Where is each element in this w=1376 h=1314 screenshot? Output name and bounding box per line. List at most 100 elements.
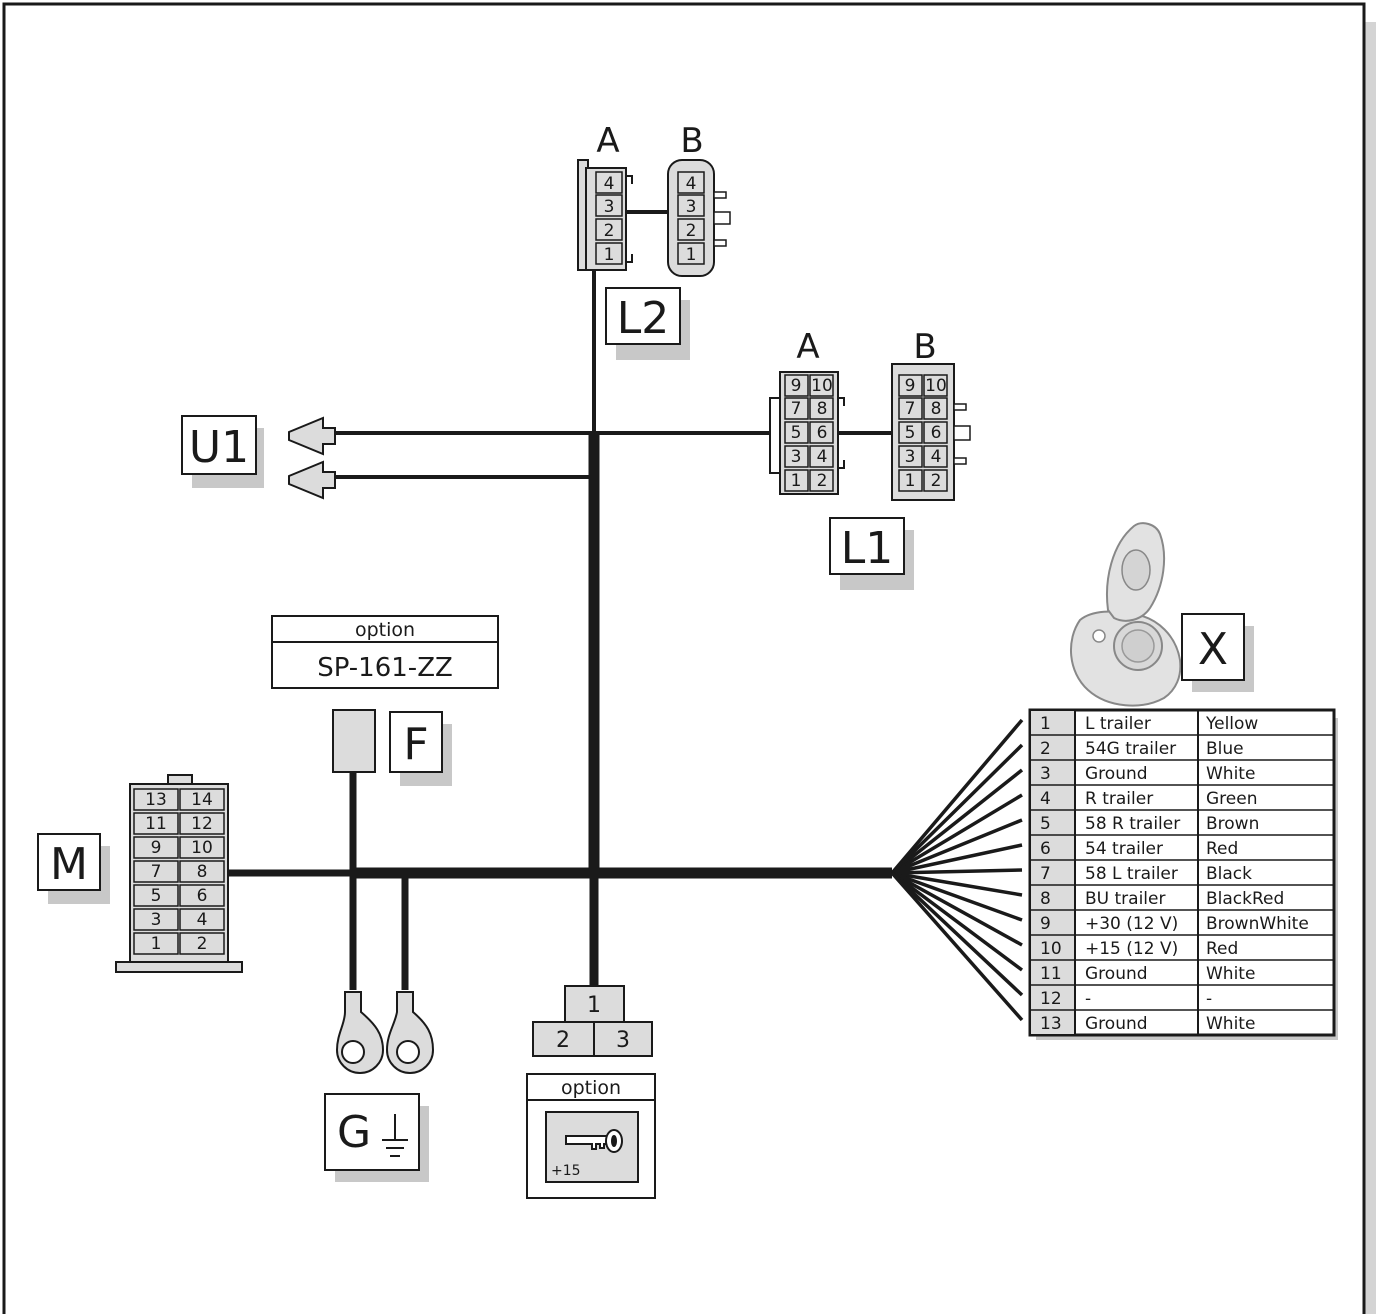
fan-wire-7 [891, 868, 1023, 875]
m-base [115, 961, 243, 973]
l2-b-pin-4 [677, 171, 705, 194]
table-cell-function: - [1085, 989, 1091, 1009]
l2-side-a-label: A [596, 121, 619, 161]
g-label-box [324, 1093, 420, 1171]
m-pin-1: 1 [151, 934, 162, 954]
l1-label: L1 [841, 523, 894, 574]
trailer-socket-icon [1070, 522, 1182, 707]
l1-a-pin-8: 8 [817, 399, 828, 419]
l2-side-b-label: B [680, 121, 703, 161]
table-cell-color: White [1206, 964, 1255, 984]
l2-a-pin-label-2: 2 [604, 221, 615, 241]
ground-g: G [324, 991, 435, 1182]
l2-a-pin-1 [595, 242, 623, 265]
table-cell-pin: 7 [1040, 864, 1051, 884]
ground-symbol-icon [382, 1114, 408, 1157]
ign-pin-3-box [593, 1021, 653, 1057]
l2-b-pin-label-3: 3 [686, 197, 697, 217]
x-label-box [1181, 613, 1245, 681]
l2-a-pin-label-1: 1 [604, 245, 615, 265]
l2-b-pin-3 [677, 194, 705, 217]
l1-side-b-label: B [913, 327, 936, 367]
l1-b-pin-7: 7 [905, 399, 916, 419]
table-cell-pin: 13 [1040, 1014, 1062, 1034]
m-pin-4: 4 [197, 910, 208, 930]
m-pin-7: 7 [151, 862, 162, 882]
m-pin-12: 12 [191, 814, 213, 834]
table-cell-function: BU trailer [1085, 889, 1165, 909]
table-cell-color: - [1206, 989, 1212, 1009]
connector-l1: A B 9 10 7 8 5 6 3 4 1 2 [769, 327, 971, 590]
l1-label-box [829, 517, 905, 575]
table-cell-color: Yellow [1205, 714, 1258, 734]
m-pin-6: 6 [197, 886, 208, 906]
l1-b-pins [898, 374, 948, 492]
m-pin-8: 8 [197, 862, 208, 882]
f-part-number: SP-161-ZZ [317, 653, 453, 683]
l1-a-latch-bottom [838, 460, 845, 469]
table-cell-function: R trailer [1085, 789, 1153, 809]
l2-b-pin-label-2: 2 [686, 221, 697, 241]
l2-a-pin-3 [595, 194, 623, 217]
table-cell-function: 58 L trailer [1085, 864, 1178, 884]
fuse-f: option SP-161-ZZ F [271, 615, 499, 786]
m-pin-5: 5 [151, 886, 162, 906]
table-cell-function: Ground [1085, 1014, 1148, 1034]
table-cell-function: Ground [1085, 964, 1148, 984]
l1-side-a-label: A [796, 327, 819, 367]
l2-b-pin-label-1: 1 [686, 245, 697, 265]
fan-wire-11 [890, 871, 1024, 972]
pin-column-fill [1031, 711, 1075, 1034]
u1-label-box [181, 415, 257, 475]
l1-b-pin-9: 9 [905, 376, 916, 396]
l2-label: L2 [617, 293, 670, 344]
m-pin-11: 11 [145, 814, 167, 834]
u1-plug-lower [288, 460, 336, 500]
l2-label-box [605, 287, 681, 345]
l2-b-tab-1 [713, 191, 727, 199]
table-cell-pin: 10 [1040, 939, 1062, 959]
table-cell-color: Blue [1206, 739, 1244, 759]
f-label-box [389, 711, 443, 773]
table-cell-color: BrownWhite [1206, 914, 1309, 934]
table-cell-color: White [1206, 1014, 1255, 1034]
l1-b-tab-3 [953, 457, 967, 465]
fan-wire-9 [891, 871, 1023, 922]
l1-b-pin-4: 4 [931, 447, 942, 467]
l1-a-pin-6: 6 [817, 423, 828, 443]
m-label-box [37, 833, 101, 891]
table-cell-pin: 9 [1040, 914, 1051, 934]
table-cell-function: 58 R trailer [1085, 814, 1180, 834]
l1-a-pin-9: 9 [791, 376, 802, 396]
l1-a-pin-4: 4 [817, 447, 828, 467]
l2-a-pin-label-3: 3 [604, 197, 615, 217]
m-pin-13: 13 [145, 790, 167, 810]
l1-b-pin-8: 8 [931, 399, 942, 419]
l1-a-pin-10: 10 [811, 376, 833, 396]
l1-a-pin-7: 7 [791, 399, 802, 419]
table-cell-function: 54 trailer [1085, 839, 1163, 859]
table-cell-function: L trailer [1085, 714, 1151, 734]
m-pin-10: 10 [191, 838, 213, 858]
connector-m: 13 14 11 12 9 10 7 8 5 6 3 4 1 2 M [37, 774, 243, 973]
l1-b-tab-2 [953, 425, 971, 441]
table-cell-color: BlackRed [1206, 889, 1284, 909]
table-cell-function: Ground [1085, 764, 1148, 784]
x-label: X [1198, 624, 1228, 675]
key-label: +15 [551, 1163, 581, 1179]
l2-a-pin-label-4: 4 [604, 174, 615, 194]
table-cell-pin: 2 [1040, 739, 1051, 759]
l1-a-pin-3: 3 [791, 447, 802, 467]
table-cell-color: Brown [1206, 814, 1259, 834]
l1-b-pin-10: 10 [925, 376, 947, 396]
l1-b-pin-1: 1 [905, 471, 916, 491]
table-cell-function: +30 (12 V) [1085, 914, 1178, 934]
fan-wire-13 [890, 871, 1024, 1022]
l1-b-pin-6: 6 [931, 423, 942, 443]
fan-wire-1 [890, 718, 1024, 875]
f-option-box [271, 615, 499, 689]
fan-wire-4 [891, 793, 1023, 875]
